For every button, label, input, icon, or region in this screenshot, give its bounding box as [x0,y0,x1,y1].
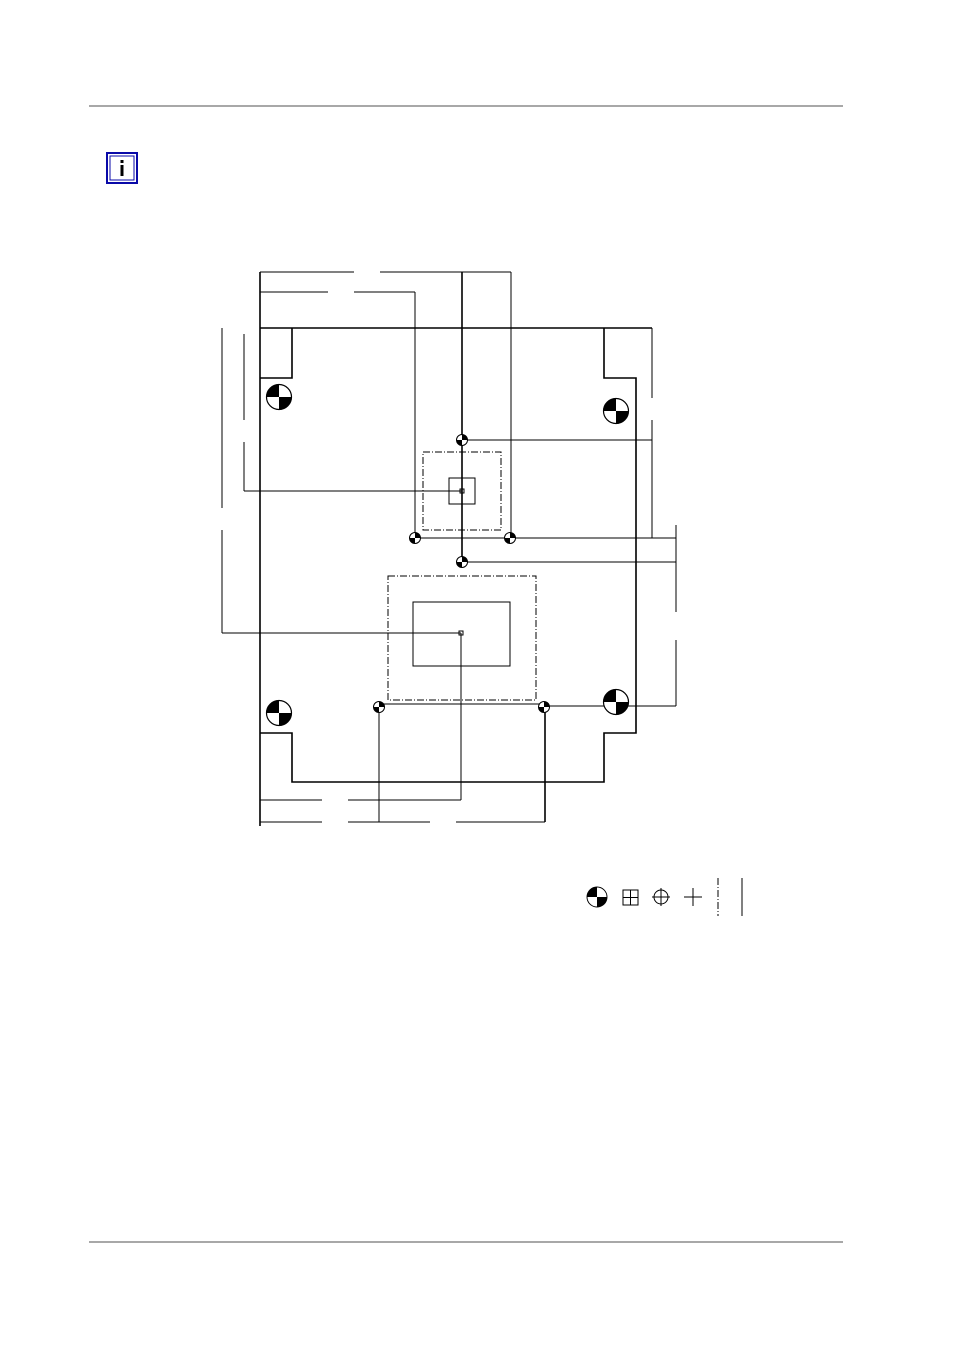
mounting-hole-icon [602,397,630,425]
board-outline [259,272,652,826]
top-dimensions [260,271,512,562]
bottom-dimensions [260,633,546,823]
datum-target-icon [456,556,468,568]
mounting-hole-icon [265,699,293,727]
datum-target-icon [586,886,608,908]
datum-target-icon [409,532,421,544]
datum-target-icon [456,434,468,446]
datum-target-icon [373,701,385,713]
info-icon [106,152,138,184]
left-dimensions [221,328,462,634]
plus-icon [684,888,702,906]
circle-cross-icon [652,888,670,906]
mounting-hole-icon [602,688,630,716]
header-rule [89,105,843,107]
right-dimensions [415,328,677,707]
legend [586,878,743,916]
datum-target-icon [538,701,550,713]
lower-component [387,575,537,701]
footer-rule [89,1241,843,1243]
mounting-hole-icon [265,383,293,411]
upper-component [422,451,502,531]
datum-target-icon [504,532,516,544]
grid-square-icon [622,889,639,906]
